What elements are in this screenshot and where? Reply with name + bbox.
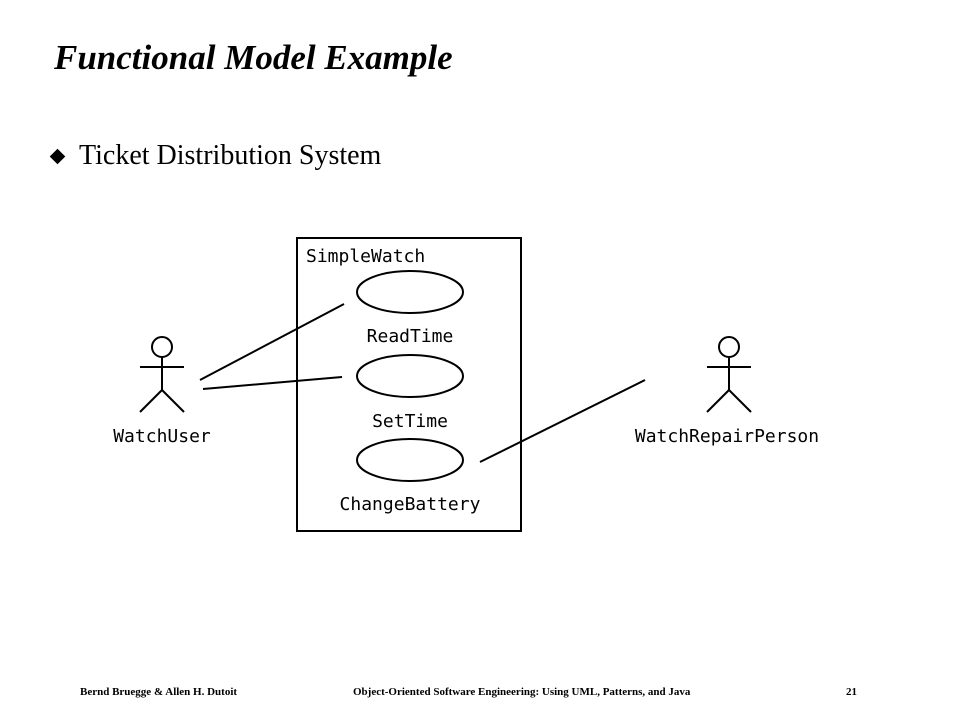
use-case-settime-label: SetTime [372, 411, 448, 432]
association-watchuser-readtime [199, 303, 345, 381]
slide-title: Functional Model Example [54, 38, 453, 77]
system-boundary [296, 237, 522, 532]
footer-page-number: 21 [846, 686, 857, 698]
footer-book: Object-Oriented Software Engineering: Us… [353, 686, 691, 698]
bullet-item: Ticket Distribution System [49, 140, 382, 172]
use-case-changebattery-label: ChangeBattery [340, 494, 481, 515]
actor-watchrepairperson-label: WatchRepairPerson [635, 426, 819, 447]
use-case-settime-ellipse [356, 354, 464, 398]
use-case-readtime-label: ReadTime [367, 326, 454, 347]
actor-watchrepairperson-icon [706, 336, 752, 413]
association-repairperson-changebattery [479, 379, 646, 463]
use-case-changebattery-ellipse [356, 438, 464, 482]
association-watchuser-settime [202, 376, 343, 390]
bullet-text: Ticket Distribution System [79, 140, 382, 171]
use-case-readtime-ellipse [356, 270, 464, 314]
actor-watchuser-label: WatchUser [113, 426, 211, 447]
actor-watchuser-icon [139, 336, 185, 413]
footer-authors: Bernd Bruegge & Allen H. Dutoit [80, 686, 238, 698]
system-name: SimpleWatch [306, 246, 425, 267]
